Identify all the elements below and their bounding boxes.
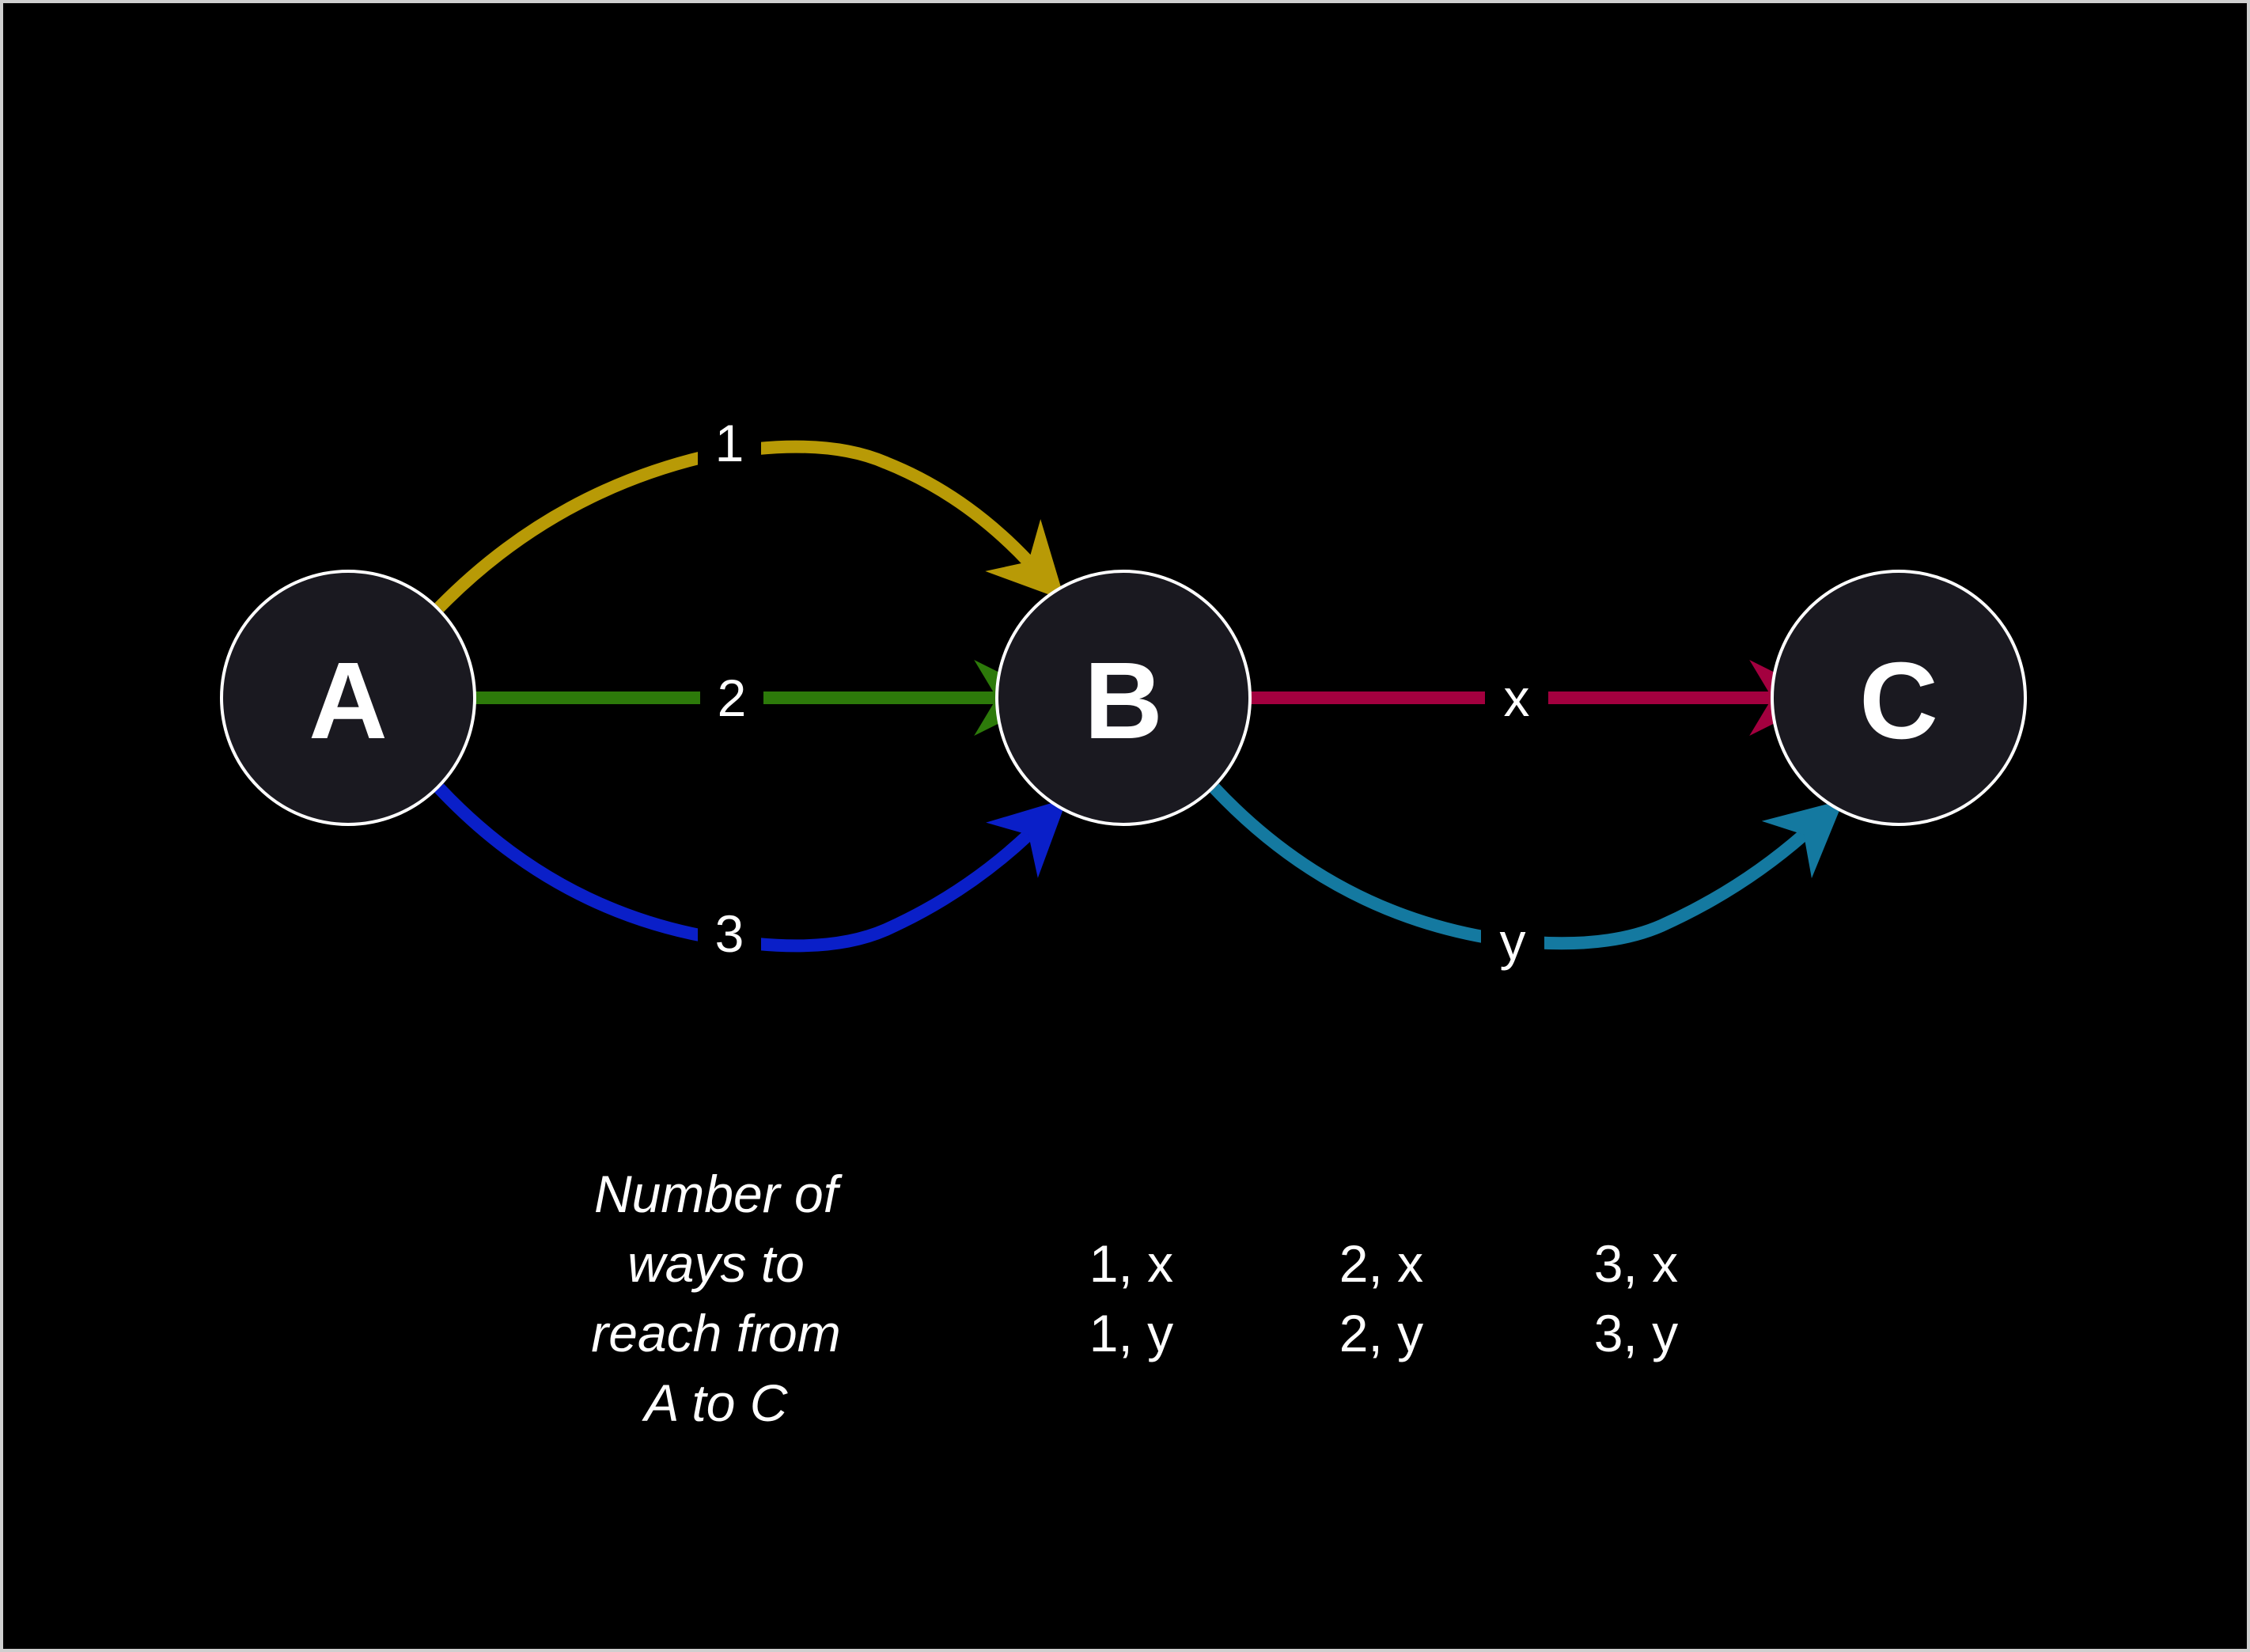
- edge-line: [1210, 783, 1844, 950]
- node-label: B: [1084, 640, 1163, 762]
- combination-column-1: 1, x 1, y: [1028, 1229, 1234, 1368]
- node-c: C: [1771, 570, 2027, 826]
- combination-column-3: 3, x 3, y: [1533, 1229, 1739, 1368]
- combination-list: 1, x 1, y 2, x 2, y 3, x 3, y: [0, 1229, 2250, 1371]
- edge-label-background: [698, 902, 761, 965]
- edge-a-b-2: 2: [475, 660, 1051, 736]
- node-circle: [220, 570, 476, 826]
- combination-item: 1, y: [1089, 1304, 1174, 1362]
- node-a: A: [220, 570, 476, 826]
- combination-item: 2, y: [1339, 1304, 1424, 1362]
- combination-item: 3, x: [1593, 1234, 1679, 1293]
- edge-label-background: [1485, 666, 1548, 729]
- edge-label: y: [1500, 912, 1526, 971]
- edge-label: 1: [715, 414, 744, 472]
- nodes-layer: A B C: [220, 570, 2027, 826]
- edge-a-b-3: 3: [434, 783, 1068, 965]
- edge-line: [434, 783, 1068, 953]
- caption-line: ways to: [627, 1234, 805, 1293]
- edge-label: 2: [718, 669, 747, 727]
- edge-b-c-y: y: [1210, 783, 1844, 973]
- caption-number-of-ways: Number of ways to reach from A to C: [506, 1159, 926, 1438]
- node-label: A: [309, 640, 388, 762]
- edge-label-background: [1481, 910, 1544, 973]
- edge-b-c-x: x: [1250, 660, 1826, 736]
- combination-item: 1, x: [1089, 1234, 1174, 1293]
- edge-line: [434, 440, 1066, 612]
- combination-item: 3, y: [1593, 1304, 1679, 1362]
- node-circle: [1771, 570, 2027, 826]
- caption-line: Number of: [593, 1165, 839, 1223]
- edge-label-background: [700, 666, 763, 729]
- edge-label: 3: [715, 904, 744, 963]
- combination-column-2: 2, x 2, y: [1278, 1229, 1484, 1368]
- node-b: B: [995, 570, 1252, 826]
- edge-label-background: [698, 411, 761, 475]
- edge-label: x: [1504, 669, 1530, 727]
- caption-line: reach from: [591, 1304, 841, 1362]
- node-label: C: [1859, 640, 1938, 762]
- edge-a-b-1: 1: [434, 411, 1066, 612]
- caption-line: A to C: [644, 1374, 788, 1432]
- combination-item: 2, x: [1339, 1234, 1424, 1293]
- edges-layer: 1 2 3 x y: [434, 411, 1844, 973]
- node-circle: [995, 570, 1252, 826]
